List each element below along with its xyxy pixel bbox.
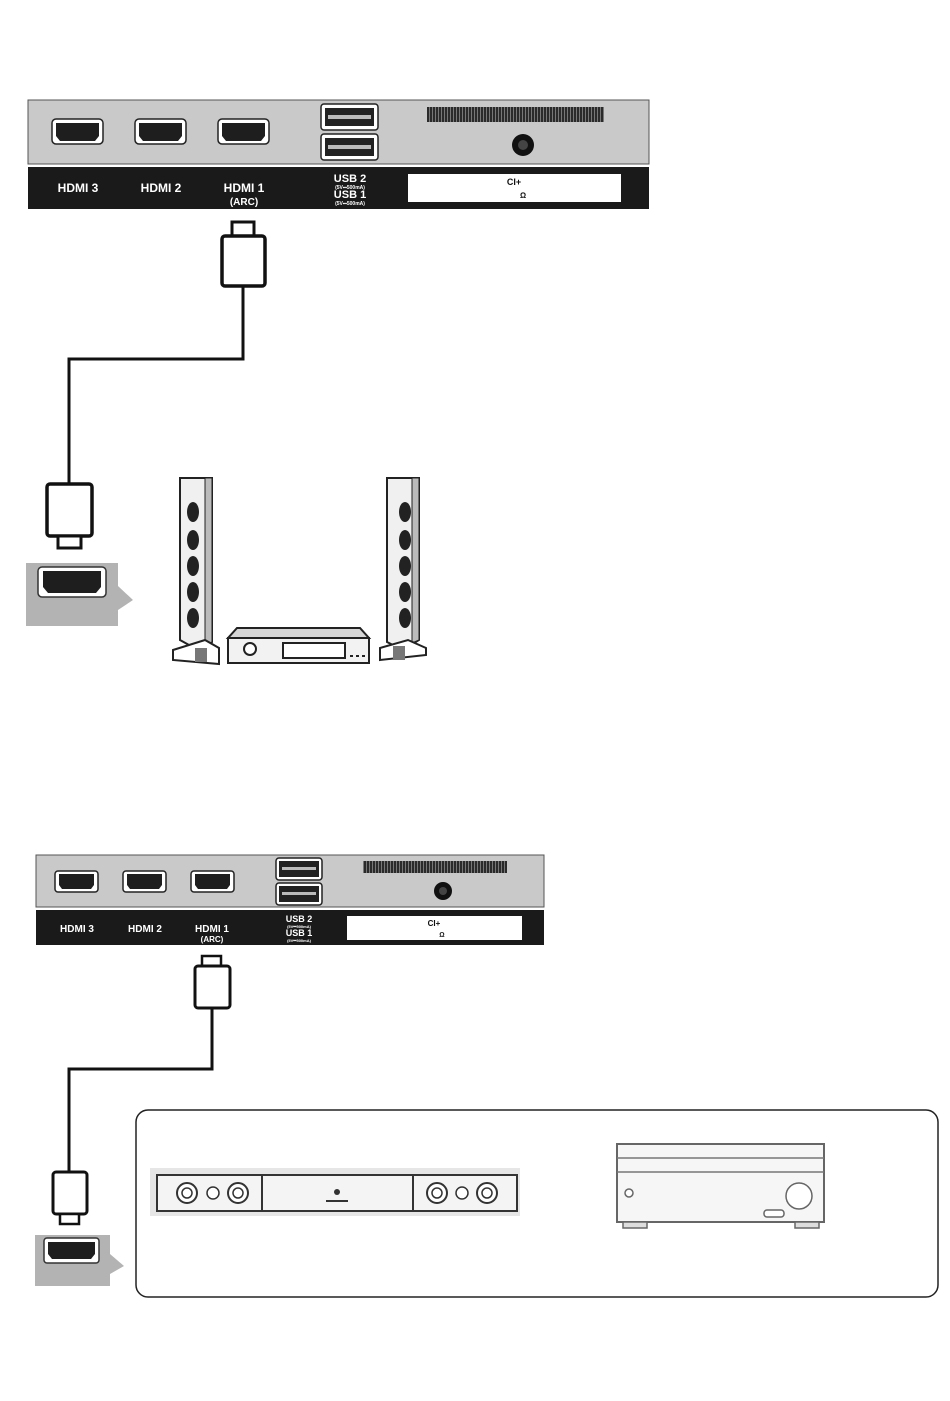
hdmi3-port-icon[interactable]	[52, 119, 103, 144]
tower-speaker-left-icon	[173, 478, 219, 664]
cable-line	[69, 286, 243, 484]
hdmi-cable-1	[47, 222, 265, 548]
usb1-spec-label: (5V⎓500mA)	[287, 938, 312, 943]
hdmi-plug-top-icon	[195, 956, 230, 1008]
device-hdmi-port-icon	[26, 563, 133, 626]
port-label-hdmi2: HDMI 2	[141, 181, 182, 195]
device-hdmi-port-icon	[35, 1235, 124, 1286]
usb2-port-icon[interactable]	[276, 858, 322, 880]
tv-back-panel-1: HDMI 3 HDMI 2 HDMI 1 (ARC) USB 2 (5V⎓500…	[28, 100, 649, 209]
usb2-port-icon[interactable]	[321, 104, 378, 130]
ci-slot-icon[interactable]	[363, 861, 507, 873]
port-label-hdmi1: HDMI 1	[224, 181, 265, 195]
hdmi-plug-bottom-icon	[53, 1172, 87, 1224]
port-label-hdmi1: HDMI 1	[195, 924, 229, 935]
hdmi-plug-bottom-icon	[47, 484, 92, 548]
port-label-hdmi2: HDMI 2	[128, 924, 162, 935]
headphone-jack-icon[interactable]	[512, 134, 534, 156]
tower-speaker-right-icon	[380, 478, 426, 660]
ci-label: CI+	[507, 177, 521, 187]
usb1-port-icon[interactable]	[276, 883, 322, 905]
amplifier-icon	[617, 1144, 824, 1228]
hdmi1-arc-port-icon[interactable]	[218, 119, 269, 144]
usb1-port-icon[interactable]	[321, 134, 378, 160]
hdmi2-port-icon[interactable]	[123, 871, 166, 892]
headphone-jack-icon[interactable]	[434, 882, 452, 900]
hdmi-plug-top-icon	[222, 222, 265, 286]
soundbar-icon	[150, 1168, 520, 1216]
port-label-hdmi3: HDMI 3	[60, 924, 94, 935]
ci-label: CI+	[428, 919, 441, 928]
hdmi3-port-icon[interactable]	[55, 871, 98, 892]
ci-slot-icon[interactable]	[427, 107, 604, 122]
port-label-hdmi1-arc: (ARC)	[230, 197, 258, 208]
hdmi2-port-icon[interactable]	[135, 119, 186, 144]
hdmi1-arc-port-icon[interactable]	[191, 871, 234, 892]
port-label-hdmi1-arc: (ARC)	[201, 935, 224, 944]
usb1-spec-label: (5V⎓500mA)	[335, 201, 365, 207]
av-receiver-icon	[228, 628, 369, 663]
usb2-label: USB 2	[334, 173, 366, 185]
headphone-label: Ω	[439, 932, 444, 939]
usb1-label: USB 1	[334, 189, 366, 201]
usb1-label: USB 1	[286, 928, 313, 938]
usb2-label: USB 2	[286, 914, 313, 924]
tv-back-panel-2: HDMI 3 HDMI 2 HDMI 1 (ARC) USB 2 (5V⎓500…	[36, 855, 544, 945]
port-label-hdmi3: HDMI 3	[58, 181, 99, 195]
headphone-label: Ω	[520, 191, 526, 200]
